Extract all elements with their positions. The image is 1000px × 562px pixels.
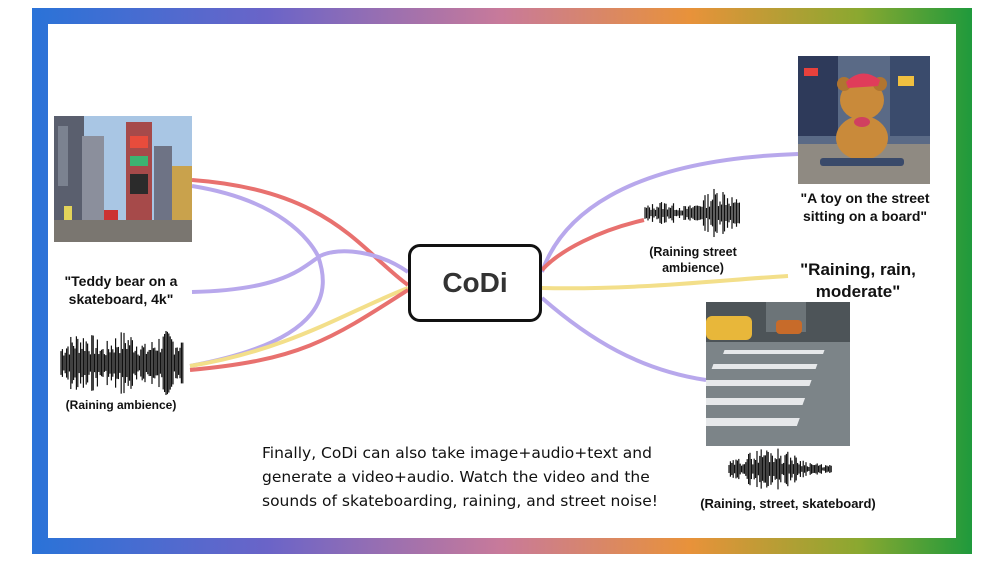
curve-out-text-yellow: [541, 274, 789, 291]
curve-text-purple: [191, 249, 410, 294]
output-video-frame: [706, 302, 850, 446]
codi-label: CoDi: [442, 267, 508, 298]
curve-out-audio-red: [540, 218, 645, 272]
curve-out-image-purple: [540, 152, 799, 273]
input-text-prompt: "Teddy bear on a skateboard, 4k": [64, 273, 178, 307]
curve-audio-red: [189, 288, 410, 372]
output-audio-label: (Raining street ambience): [649, 245, 737, 275]
teddy-bear-image: [798, 56, 930, 184]
output-text: "Raining, rain, moderate": [800, 260, 916, 301]
curve-out-video-purple: [540, 296, 707, 382]
curve-image-red: [191, 178, 410, 287]
curve-image-purple: [189, 184, 325, 368]
output-video-audio-waveform: [728, 448, 832, 490]
caption-text: Finally, CoDi can also take image+audio+…: [262, 444, 658, 510]
curve-audio-yellow: [189, 286, 409, 368]
output-image-caption: "A toy on the street sitting on a board": [800, 190, 930, 224]
input-audio-label: (Raining ambience): [65, 398, 177, 412]
output-video-audio-label: (Raining, street, skateboard): [700, 496, 876, 511]
output-audio-waveform: [644, 188, 740, 238]
codi-model-box: CoDi: [408, 244, 542, 322]
input-audio-waveform: [60, 330, 184, 396]
times-square-image: [54, 116, 192, 242]
